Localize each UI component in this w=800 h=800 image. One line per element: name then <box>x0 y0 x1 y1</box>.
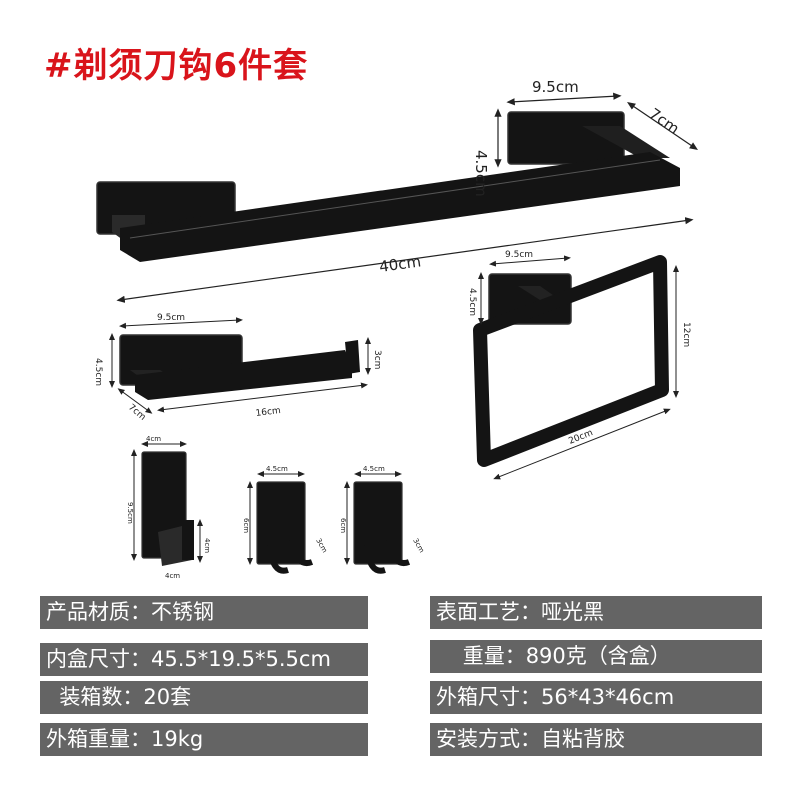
page-title: #剃须刀钩6件套 <box>44 46 309 86</box>
towel-bar-plate-width: 9.5cm <box>532 78 579 96</box>
spec-installation: 安装方式：自粘背胶 <box>430 723 762 756</box>
spec-weight: 重量：890克（含盒） <box>430 640 762 673</box>
spec-surface-finish: 表面工艺：哑光黑 <box>430 596 762 629</box>
spec-material: 产品材质：不锈钢 <box>40 596 368 629</box>
paper-holder-plate-width: 9.5cm <box>157 313 185 323</box>
double-hook-2-width: 4.5cm <box>363 465 385 473</box>
towel-bar-depth: 7cm <box>646 105 683 138</box>
double-hook-2-hook: 3cm <box>411 537 426 554</box>
double-hook-1-width: 4.5cm <box>266 465 288 473</box>
double-hook-1-height: 6cm <box>242 518 250 533</box>
spec-inner-box-size: 内盒尺寸：45.5*19.5*5.5cm <box>40 643 368 676</box>
towel-bar-length: 40cm <box>378 252 422 276</box>
spec-carton-weight: 外箱重量：19kg <box>40 723 368 756</box>
double-hook-2: 4.5cm 6cm 3cm <box>339 465 426 574</box>
towel-ring-plate-height: 4.5cm <box>467 288 477 316</box>
paper-holder-plate-height: 4.5cm <box>93 358 103 386</box>
paper-holder: 9.5cm 4.5cm 7cm 16cm 3cm <box>93 313 382 423</box>
robe-hook-hook-depth: 4cm <box>165 572 180 580</box>
paper-holder-length: 16cm <box>255 406 281 419</box>
towel-bar: 9.5cm 4.5cm 7cm 40cm <box>96 78 698 303</box>
towel-ring: 9.5cm 4.5cm 20cm 12cm <box>467 250 691 480</box>
towel-bar-plate-height: 4.5cm <box>472 150 490 197</box>
product-illustration: 9.5cm 4.5cm 7cm 40cm 9.5cm 4.5cm 7cm 16c… <box>93 78 698 580</box>
towel-ring-height: 12cm <box>681 322 691 347</box>
robe-hook-height: 9.5cm <box>126 502 134 524</box>
robe-hook-hook-height: 4cm <box>203 538 211 553</box>
towel-ring-plate-width: 9.5cm <box>505 250 533 260</box>
double-hook-2-height: 6cm <box>339 518 347 533</box>
robe-hook-width: 4cm <box>146 435 161 443</box>
spec-packing-quantity: 装箱数：20套 <box>40 681 368 714</box>
double-hook-1: 4.5cm 6cm 3cm <box>242 465 329 574</box>
paper-holder-height: 3cm <box>372 350 382 369</box>
double-hook-1-hook: 3cm <box>314 537 329 554</box>
spec-carton-size: 外箱尺寸：56*43*46cm <box>430 681 762 714</box>
paper-holder-depth: 7cm <box>126 403 147 423</box>
robe-hook: 4cm 9.5cm 4cm 4cm <box>126 435 211 580</box>
